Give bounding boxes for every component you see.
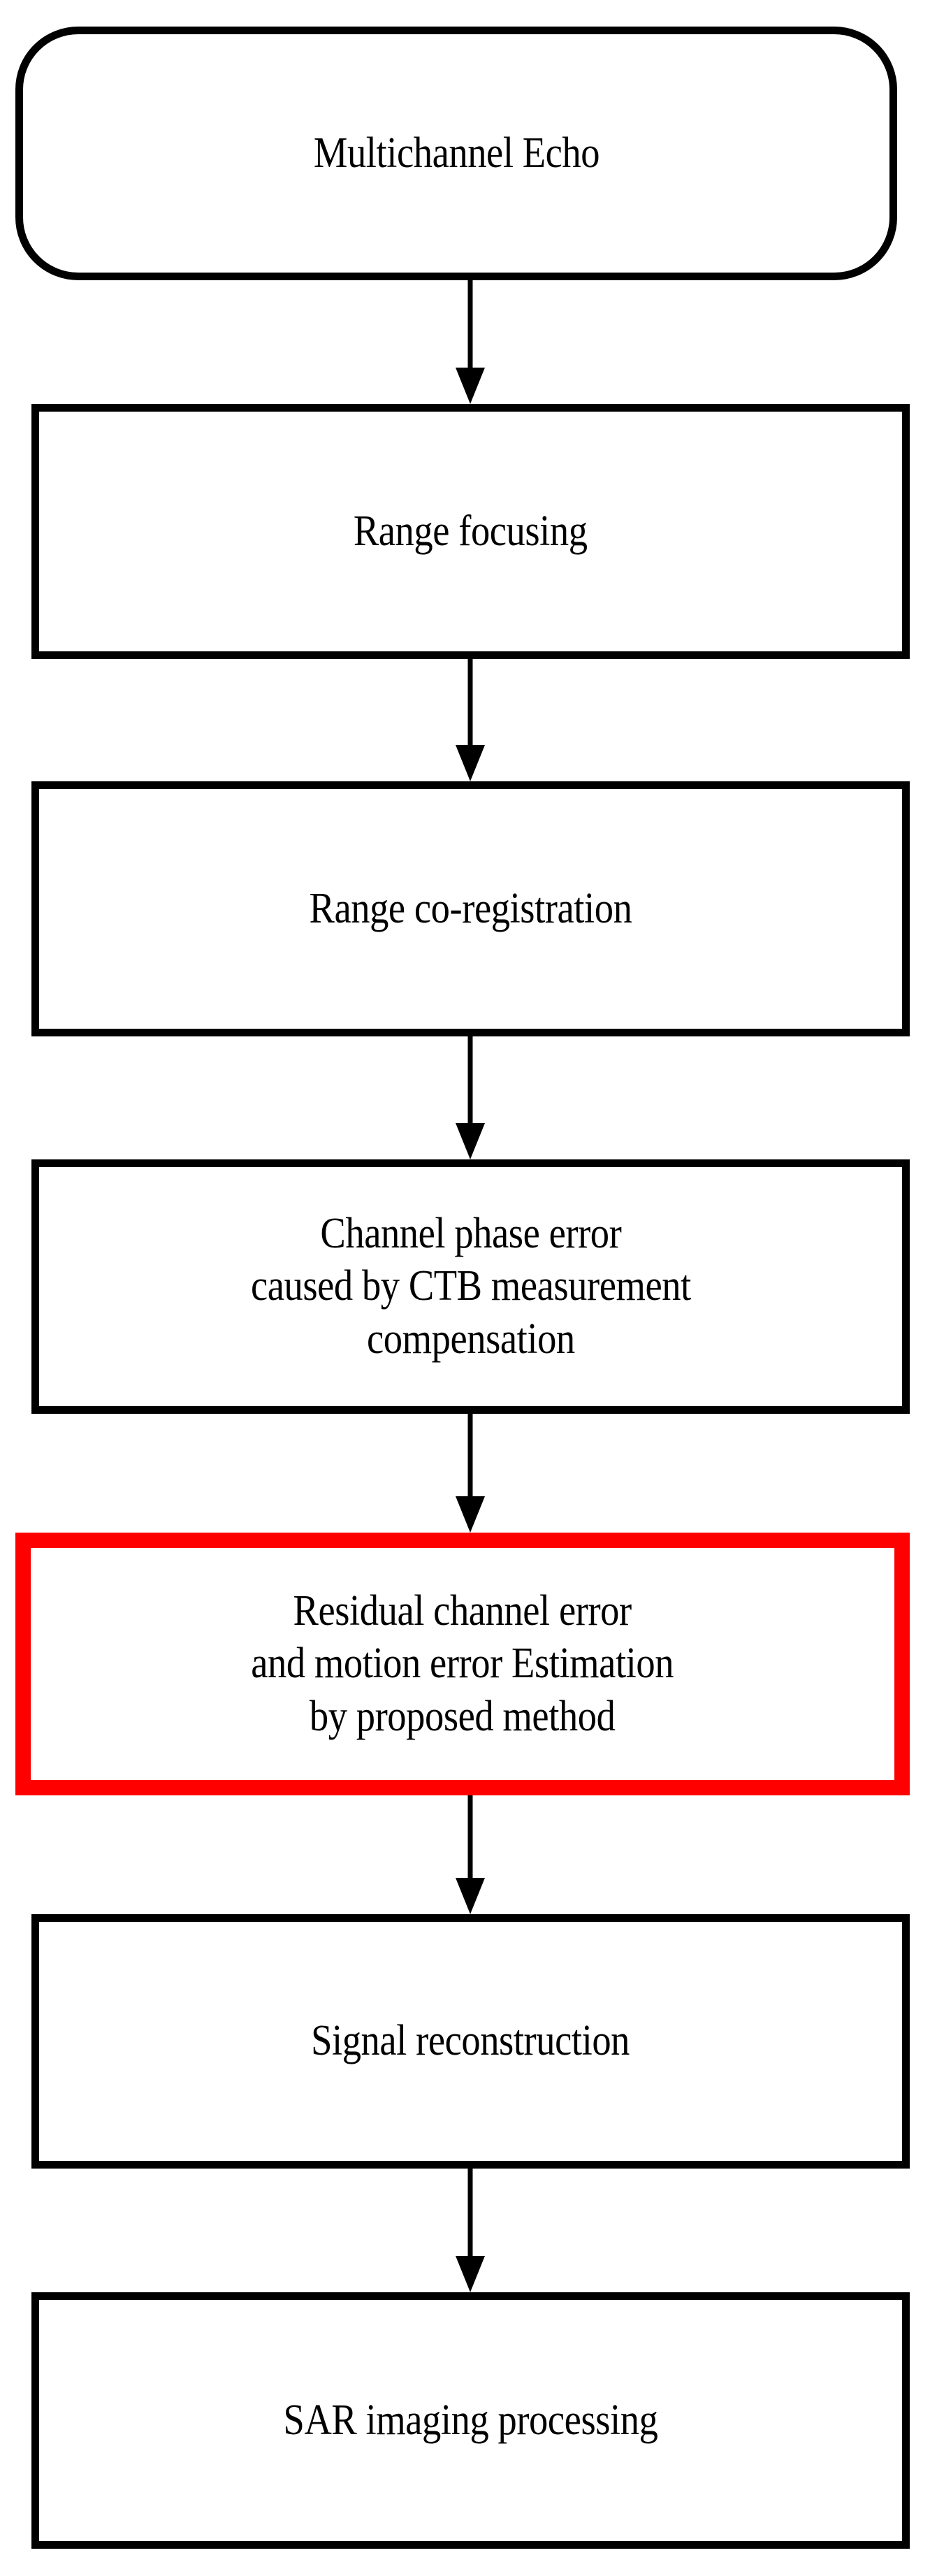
node-label-range-co-registration: Range co-registration	[309, 884, 632, 932]
connector-arrow-3	[455, 1036, 486, 1159]
node-label-sar-imaging-processing: SAR imaging processing	[283, 2396, 658, 2444]
node-label-range-focusing: Range focusing	[354, 507, 588, 555]
connector-line-3	[467, 1036, 473, 1123]
node-residual-error-estimation[interactable]: Residual channel error and motion error …	[15, 1533, 910, 1795]
node-multichannel-echo[interactable]: Multichannel Echo	[15, 27, 897, 280]
arrow-head-icon	[456, 745, 485, 781]
connector-arrow-5	[455, 1795, 486, 1914]
node-label-channel-phase-error-compensation: Channel phase error caused by CTB measur…	[250, 1209, 691, 1363]
arrow-head-icon	[456, 1123, 485, 1159]
node-label-residual-error-estimation: Residual channel error and motion error …	[251, 1586, 674, 1740]
node-label-signal-reconstruction: Signal reconstruction	[311, 2017, 630, 2065]
node-range-co-registration[interactable]: Range co-registration	[31, 781, 910, 1036]
node-signal-reconstruction[interactable]: Signal reconstruction	[31, 1914, 910, 2169]
arrow-head-icon	[456, 2256, 485, 2292]
connector-line-5	[467, 1795, 473, 1878]
connector-arrow-2	[455, 659, 486, 781]
connector-arrow-1	[455, 280, 486, 404]
connector-line-6	[467, 2169, 473, 2256]
connector-line-4	[467, 1414, 473, 1496]
node-channel-phase-error-compensation[interactable]: Channel phase error caused by CTB measur…	[31, 1159, 910, 1414]
arrow-head-icon	[456, 368, 485, 404]
arrow-head-icon	[456, 1496, 485, 1533]
connector-arrow-6	[455, 2169, 486, 2292]
connector-arrow-4	[455, 1414, 486, 1533]
node-label-multichannel-echo: Multichannel Echo	[313, 129, 600, 177]
node-range-focusing[interactable]: Range focusing	[31, 404, 910, 659]
connector-line-2	[467, 659, 473, 745]
node-sar-imaging-processing[interactable]: SAR imaging processing	[31, 2292, 910, 2549]
arrow-head-icon	[456, 1878, 485, 1914]
connector-line-1	[467, 280, 473, 368]
